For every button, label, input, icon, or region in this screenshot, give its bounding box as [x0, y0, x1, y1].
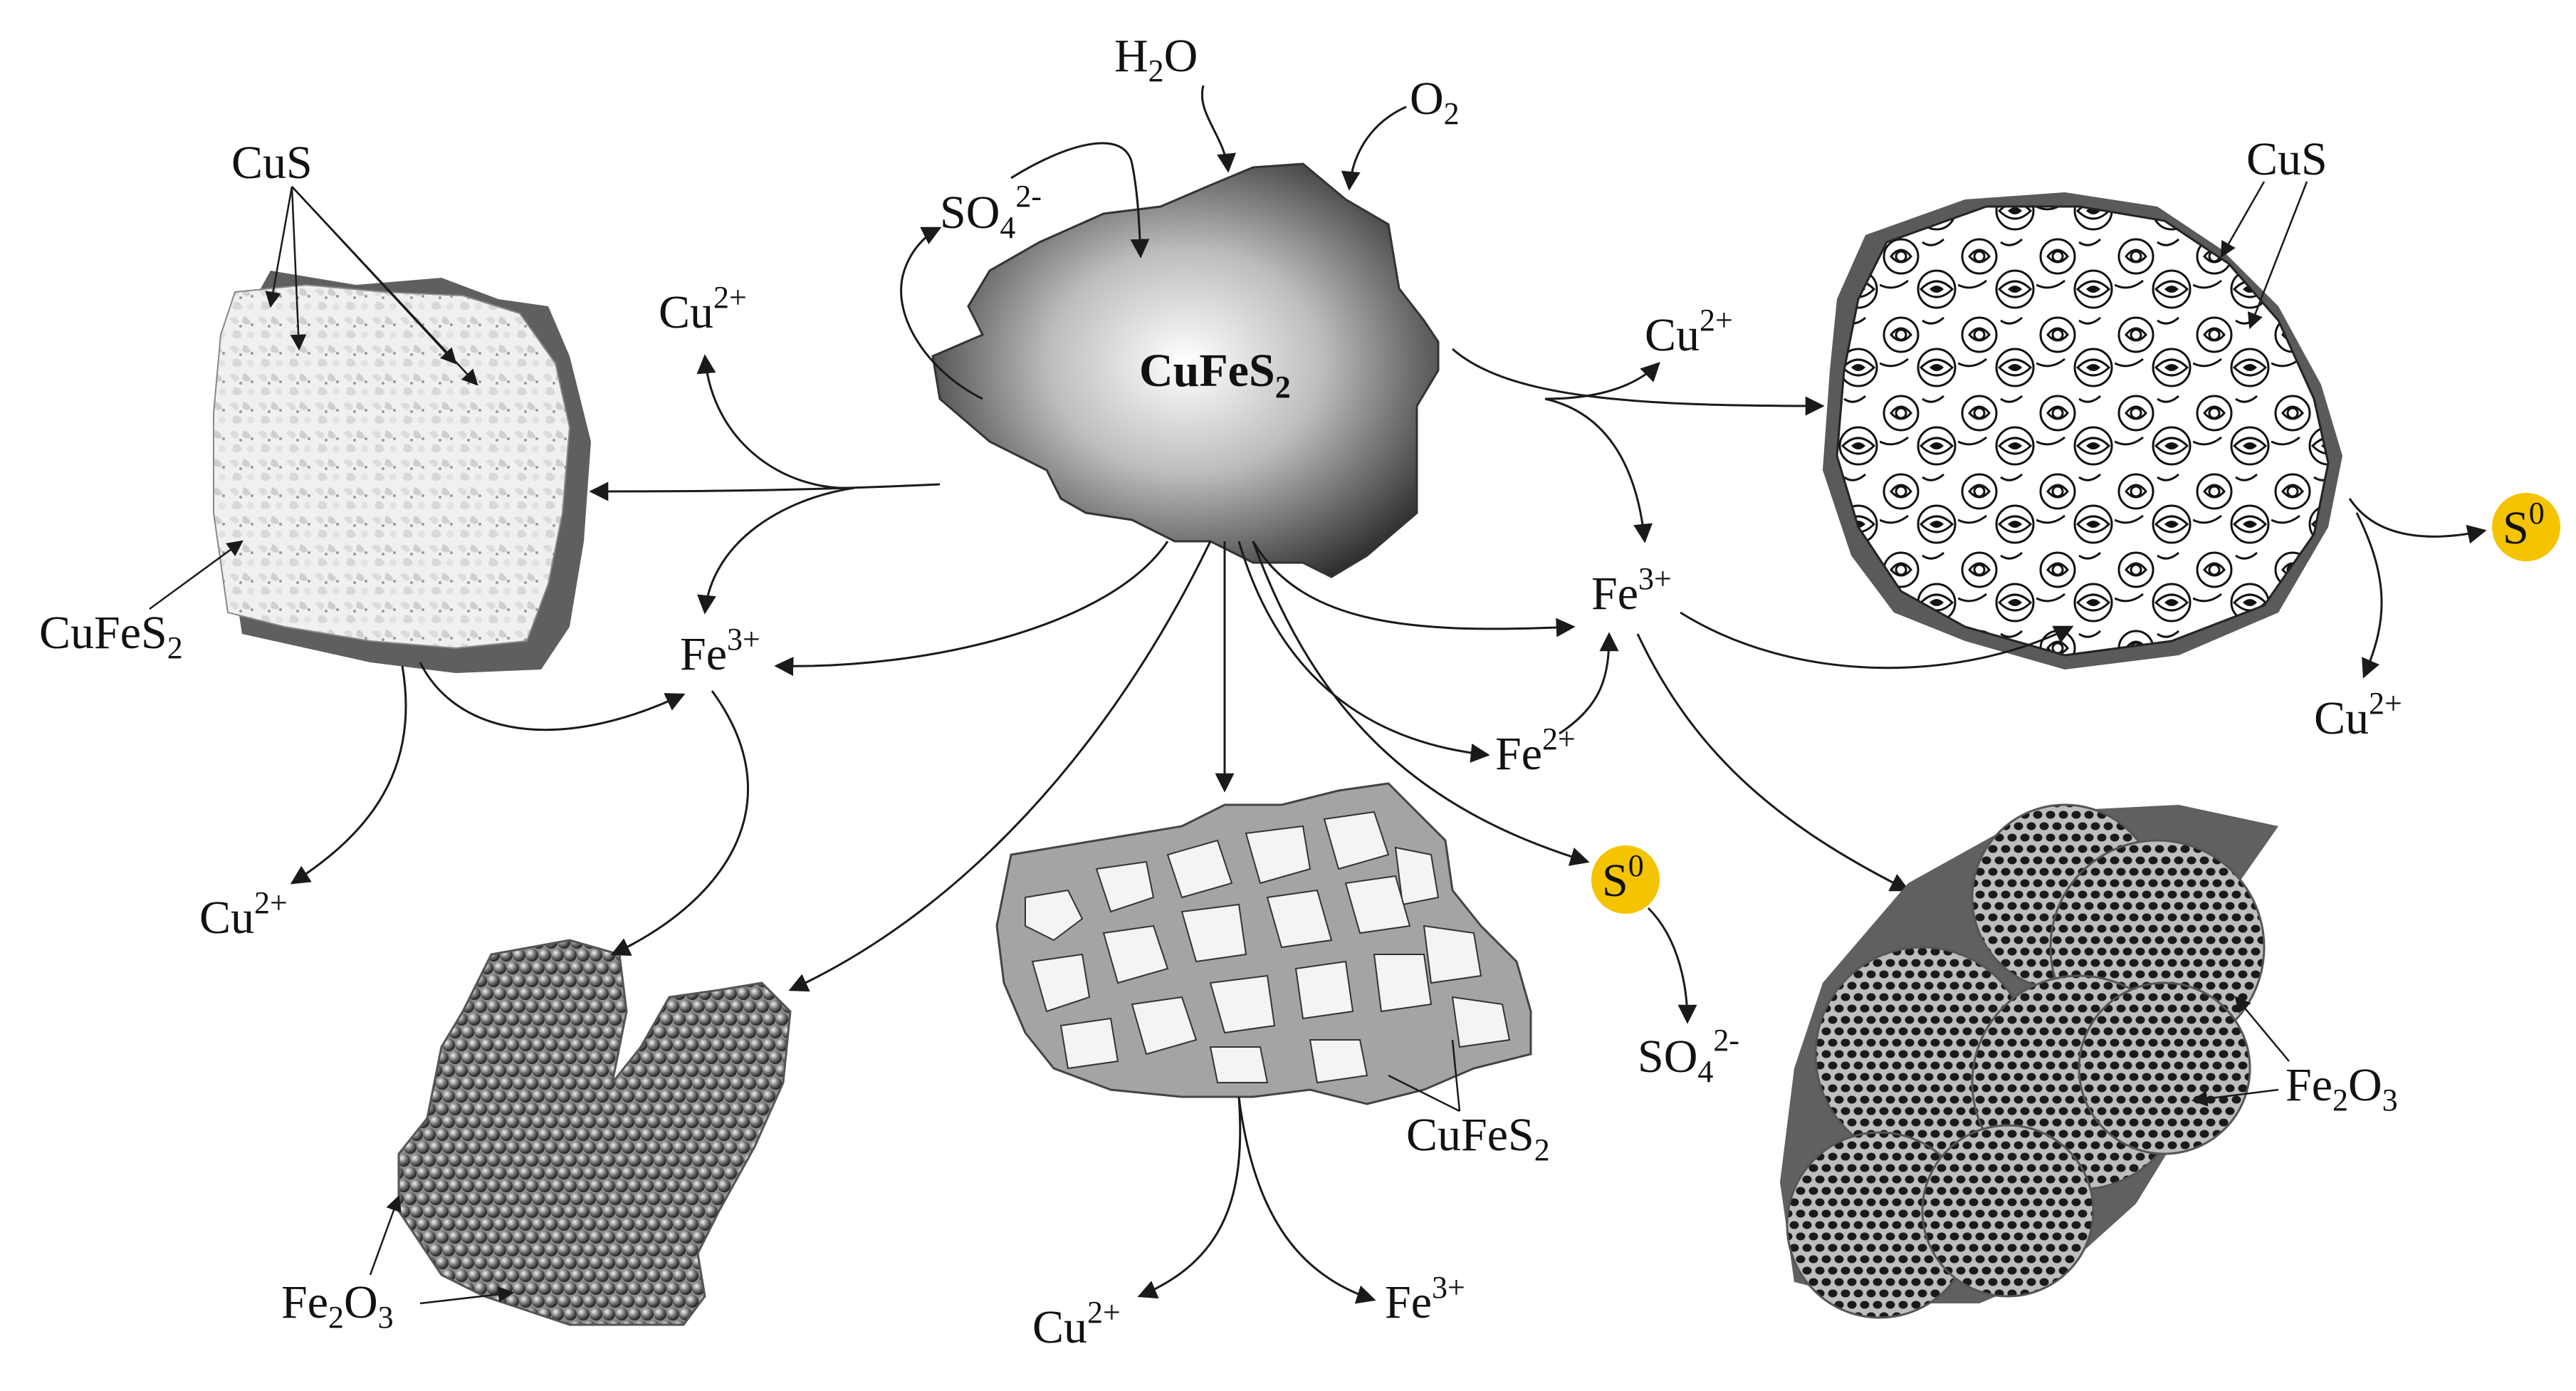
arrow-right-particle-to-s0 — [2350, 499, 2485, 536]
left-cufes2-label: CuFeS2 — [39, 607, 183, 665]
arrow-right-particle-to-cu — [2357, 513, 2382, 677]
arrow-center-to-fe-left — [776, 541, 1168, 666]
arrow-fe-to-bottom-left — [612, 691, 748, 954]
left-fe-label: Fe3+ — [680, 622, 760, 680]
bottom-center-cu-label: Cu2+ — [1032, 1295, 1121, 1353]
right-cus-label: CuS — [2246, 133, 2328, 185]
arrow-fe2-to-fe — [1559, 634, 1609, 734]
lead-right-cus-1 — [2221, 182, 2264, 256]
arrow-h2o — [1202, 85, 1228, 171]
left-cu-bottom-label: Cu2+ — [199, 885, 288, 944]
arrow-to-left-fe — [705, 488, 854, 613]
left-particle — [214, 285, 570, 648]
arrow-fe-to-honeycomb — [1638, 634, 1908, 890]
arrow-to-left-particle — [591, 484, 940, 491]
right-fe2o3-label: Fe2O3 — [2286, 1059, 2398, 1118]
arrow-o2 — [1349, 107, 1406, 189]
o2-label: O2 — [1410, 73, 1460, 131]
bottom-center-fe-label: Fe3+ — [1385, 1270, 1465, 1328]
so4-top-label: SO42- — [940, 179, 1042, 245]
arrow-bc-to-cu — [1139, 1097, 1240, 1296]
arrow-bc-to-fe — [1239, 1097, 1374, 1300]
left-cus-label: CuS — [231, 137, 313, 189]
lead-right-cus-2 — [2250, 182, 2307, 328]
center-label: CuFeS2 — [1139, 345, 1291, 405]
right-fe-label: Fe3+ — [1591, 561, 1672, 620]
right-particle — [1837, 207, 2328, 655]
bottom-left-fe2o3-label: Fe2O3 — [281, 1276, 394, 1335]
right-cu-bottom-label: Cu2+ — [2314, 686, 2402, 744]
arrow-to-left-cu — [705, 356, 854, 488]
so4-mid-label: SO42- — [1638, 1023, 1739, 1089]
arrow-center-to-right-particle — [1452, 349, 1823, 406]
arrow-s0-to-so4 — [1648, 908, 1687, 1022]
honeycomb-spheres — [1787, 805, 2264, 1318]
arrow-to-right-cu — [1545, 363, 1659, 399]
bottom-center-cufes2-label: CuFeS2 — [1406, 1109, 1550, 1167]
arrow-to-right-fe — [1545, 399, 1645, 541]
arrow-center-to-fe2 — [1239, 541, 1488, 755]
arrow-left-particle-to-cu — [292, 666, 406, 883]
bottom-left-particle — [399, 940, 790, 1325]
left-cu-top-label: Cu2+ — [659, 280, 747, 338]
right-cu-top-label: Cu2+ — [1645, 303, 1733, 361]
lead-bl-fe2o3-1 — [370, 1197, 399, 1275]
h2o-label: H2O — [1114, 30, 1198, 88]
